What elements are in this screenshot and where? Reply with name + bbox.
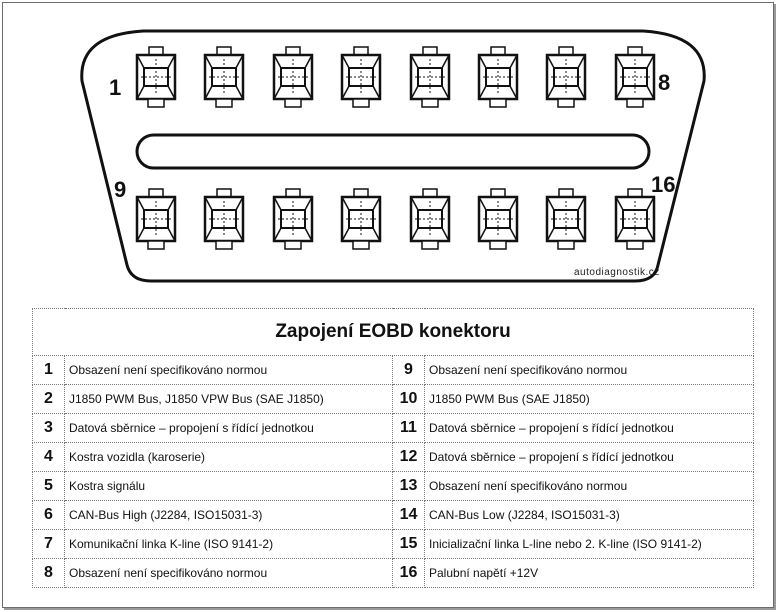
- pin-number: 14: [392, 500, 425, 530]
- pin-number: 9: [392, 355, 425, 385]
- pin-terminal-4: [340, 46, 382, 108]
- pin-description: Datová sběrnice – propojení s řídící jed…: [423, 413, 755, 443]
- pin-number: 8: [32, 558, 65, 588]
- pin-label-8: 8: [658, 70, 671, 95]
- pin-number: 12: [392, 442, 425, 472]
- pin-description: J1850 PWM Bus, J1850 VPW Bus (SAE J1850): [64, 384, 393, 414]
- pin-number: 13: [392, 471, 425, 501]
- watermark-text: autodiagnostik.cz: [574, 267, 660, 278]
- pin-description: Datová sběrnice – propojení s řídící jed…: [64, 413, 393, 443]
- pin-number: 3: [32, 413, 65, 443]
- pin-terminal-3: [272, 46, 314, 108]
- pin-terminal-9: [135, 188, 177, 250]
- pin-terminal-12: [340, 188, 382, 250]
- pin-description: CAN-Bus High (J2284, ISO15031-3): [64, 500, 393, 530]
- pin-description: J1850 PWM Bus (SAE J1850): [423, 384, 755, 414]
- pin-terminal-10: [203, 188, 245, 250]
- pin-description: CAN-Bus Low (J2284, ISO15031-3): [423, 500, 755, 530]
- pin-description: Obsazení není specifikováno normou: [423, 355, 755, 385]
- pin-label-1: 1: [109, 75, 122, 100]
- pin-number: 5: [32, 471, 65, 501]
- pin-label-16: 16: [651, 172, 676, 197]
- pin-terminal-5: [409, 46, 451, 108]
- pin-number: 15: [392, 529, 425, 559]
- pin-number: 10: [392, 384, 425, 414]
- pin-terminal-2: [203, 46, 245, 108]
- pin-description: Palubní napětí +12V: [423, 558, 755, 588]
- pin-number: 16: [392, 558, 425, 588]
- pin-description: Obsazení není specifikováno normou: [64, 558, 393, 588]
- pin-terminal-6: [477, 46, 519, 108]
- pin-description: Inicializační linka L-line nebo 2. K-lin…: [423, 529, 755, 559]
- connector-center-slot: [135, 133, 651, 170]
- pin-terminal-15: [545, 188, 587, 250]
- table-title: Zapojení EOBD konektoru: [31, 308, 755, 356]
- pin-number: 1: [32, 355, 65, 385]
- pin-terminal-14: [477, 188, 519, 250]
- obd-connector-diagram: [80, 29, 706, 283]
- pin-description: Datová sběrnice – propojení s řídící jed…: [423, 442, 755, 472]
- pin-terminal-1: [135, 46, 177, 108]
- pin-terminal-13: [409, 188, 451, 250]
- pin-description: Kostra signálu: [64, 471, 393, 501]
- pin-terminal-16: [614, 188, 656, 250]
- connector-outline: [80, 29, 706, 283]
- pin-description: Komunikační linka K-line (ISO 9141-2): [64, 529, 393, 559]
- pin-number: 4: [32, 442, 65, 472]
- pins-bottom-row: [135, 188, 656, 250]
- pin-number: 11: [392, 413, 425, 443]
- pin-description: Kostra vozidla (karoserie): [64, 442, 393, 472]
- pin-number: 6: [32, 500, 65, 530]
- pin-terminal-7: [545, 46, 587, 108]
- pin-terminal-8: [614, 46, 656, 108]
- pin-label-9: 9: [114, 177, 127, 202]
- pin-description: Obsazení není specifikováno normou: [64, 355, 393, 385]
- pin-number: 2: [32, 384, 65, 414]
- pins-top-row: [135, 46, 656, 108]
- pin-number: 7: [32, 529, 65, 559]
- pin-terminal-11: [272, 188, 314, 250]
- pin-description: Obsazení není specifikováno normou: [423, 471, 755, 501]
